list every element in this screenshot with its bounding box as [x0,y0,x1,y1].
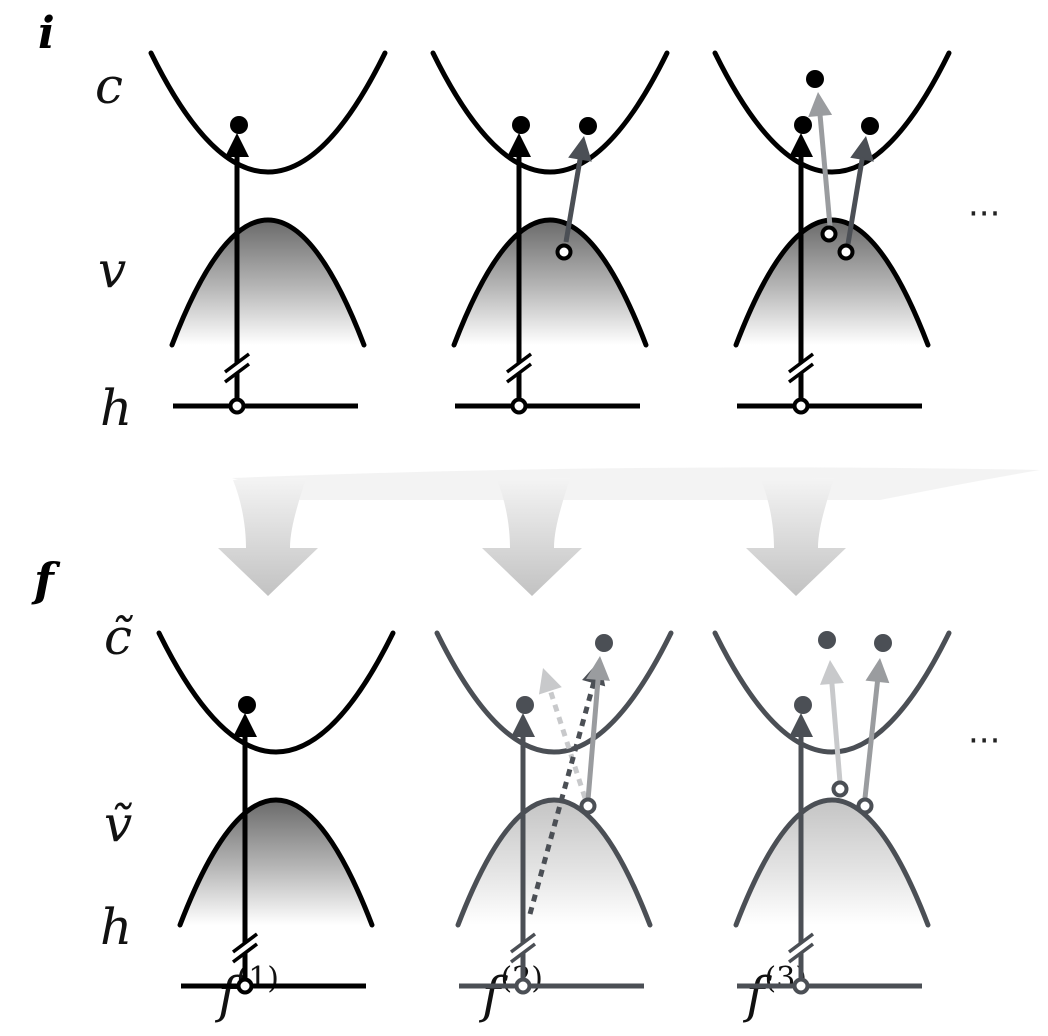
final-3-break-mark-2 [787,932,815,954]
panel-label-final: f [31,553,61,607]
initial-2-valence-hole [555,243,573,261]
final-1-break-gap [231,936,259,962]
final-3-core-hole [792,977,810,995]
initial-3-valence-excitation-arrow-b-head [850,136,874,162]
initial-3-valence-hole-a [820,225,838,243]
final-2-break-mark-1 [509,942,537,964]
final-1-core-excitation-arrow-head [233,713,257,737]
final-2-valence-electron [595,634,613,652]
final-3-valence-electron-a [818,631,836,649]
initial-2-valence-electron [579,117,597,135]
final-3-conduction-band [712,630,952,755]
initial-3-core-excitation-arrow-head [789,133,813,157]
initial-3-break-mark-2 [787,352,815,374]
final-3-valence-band [733,797,931,928]
final-2-valence-hole [579,797,597,815]
final-3-valence-excitation-arrow-b-head [865,658,890,684]
initial-1-core-excitation-arrow-head [225,133,249,157]
initial-3-valence-electron-a [806,70,824,88]
initial-1-core-electron [230,116,248,134]
initial-3-conduction-band [712,50,952,175]
final-2-valence-excitation-arrow-head [586,656,610,681]
projection-arrow-1 [218,478,318,596]
conduction-band-label: c [95,57,123,115]
final-3-valence-electron-b [874,634,892,652]
initial-2-valence-excitation-arrow-head [568,136,592,162]
initial-1-valence-band [169,217,367,348]
initial-2-core-hole [510,397,528,415]
final-1-core-electron [238,696,256,714]
final-2-break-mark-2 [509,932,537,954]
final-3-valence-hole-a [831,780,849,798]
final-2-core-excitation-arrow-head [511,713,535,737]
initial-3-core-hole [792,397,810,415]
initial-3-valence-excitation-arrow-a [817,113,833,227]
initial-2-break-mark-2 [505,352,533,374]
final-3-valence-hole-b [856,797,874,815]
initial-2-core-electron [512,116,530,134]
final-2-break-gap [509,936,537,962]
final-1-core-hole [236,977,254,995]
projection-fan [232,467,1040,500]
initial-1-conduction-band [148,50,388,175]
initial-3-valence-excitation-arrow-b [845,157,865,245]
initial-2-conduction-band [430,50,670,175]
initial-3-break-gap [787,356,815,382]
initial-2-valence-excitation-arrow [563,157,583,243]
final-2-conduction-band [434,630,674,755]
final-2-core-electron [516,696,534,714]
final-1-conduction-band [156,630,396,755]
final-1-valence-band [177,797,375,928]
final-state-label-2: f(2) [478,961,543,1024]
final-2-dashed-arrow-a-head [538,668,562,695]
panel-label-initial: i [38,8,55,59]
initial-3-valence-hole-b [837,243,855,261]
projection-arrow-3 [746,478,846,596]
initial-2-core-excitation-arrow-head [507,133,531,157]
final-2-valence-band [455,797,653,928]
initial-2-valence-band [451,217,649,348]
initial-2-break-mark-1 [505,362,533,384]
final-core-level-label: h [100,898,132,956]
initial-1-core-hole [228,397,246,415]
final-3-core-electron [794,696,812,714]
band-diagrams [148,50,952,995]
final-2-valence-excitation-arrow [585,677,601,801]
final-3-break-gap [787,936,815,962]
initial-3-valence-band [733,217,931,348]
ellipsis-final: ··· [968,721,1000,761]
final-3-valence-excitation-arrow-a [829,681,843,783]
projection-arrow-2 [482,478,582,596]
initial-3-valence-electron-b [861,117,879,135]
initial-1-break-mark-2 [223,352,251,374]
initial-3-break-mark-1 [787,362,815,384]
ellipsis-initial: ··· [968,194,1000,234]
core-level-label: h [100,379,132,437]
final-3-valence-excitation-arrow-b [862,679,881,799]
final-1-break-mark-1 [231,942,259,964]
final-2-dashed-arrow-b [527,680,597,915]
final-3-core-excitation-arrow-head [789,713,813,737]
final-valence-band-label: ṽ [104,795,132,853]
initial-1-break-gap [223,356,251,382]
final-1-break-mark-2 [231,932,259,954]
initial-2-break-gap [505,356,533,382]
final-2-core-hole [514,977,532,995]
projection-arrows [218,467,1040,596]
initial-1-break-mark-1 [223,362,251,384]
initial-3-core-electron [794,116,812,134]
final-2-dashed-arrow-a [547,688,588,799]
initial-3-valence-excitation-arrow-a-head [808,92,833,117]
final-3-valence-excitation-arrow-a-head [820,660,844,685]
valence-band-label: v [98,241,126,299]
final-3-break-mark-1 [787,942,815,964]
final-conduction-band-label: c̃ [104,608,133,666]
